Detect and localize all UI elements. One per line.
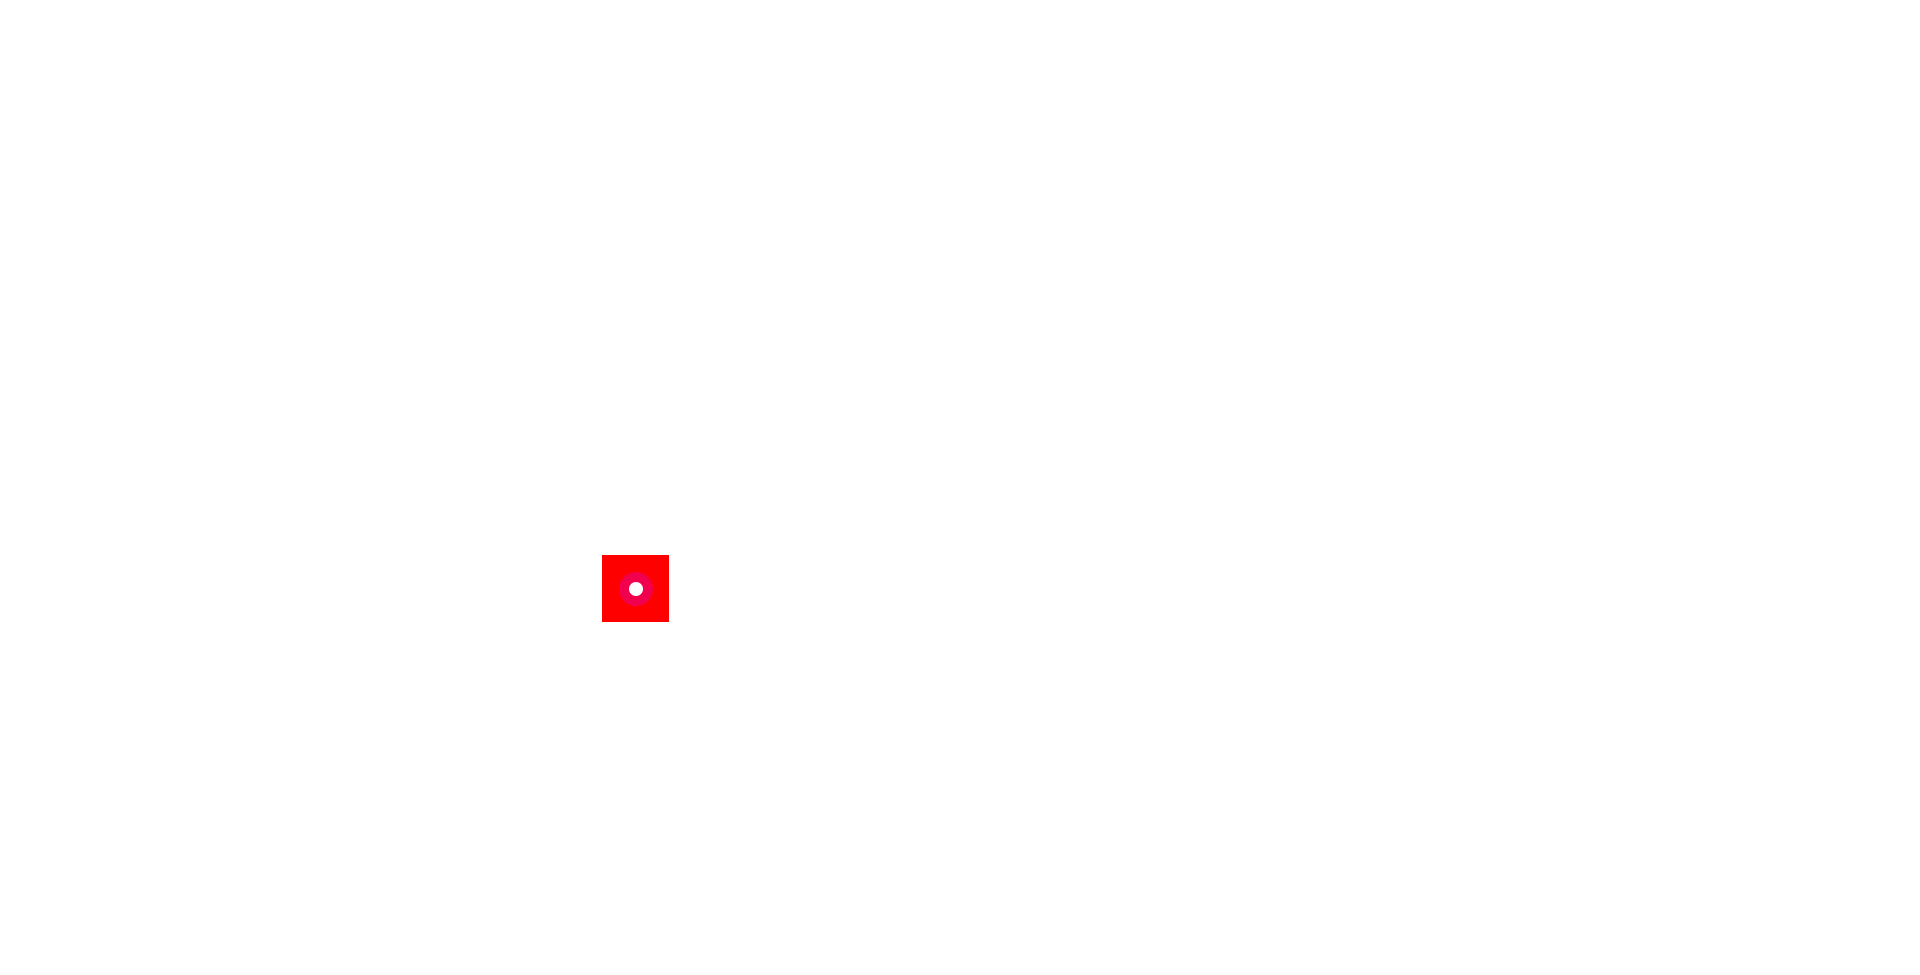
click-marker-center-dot bbox=[628, 581, 643, 596]
click-marker[interactable] bbox=[602, 555, 669, 622]
click-marker-halo bbox=[618, 571, 653, 606]
